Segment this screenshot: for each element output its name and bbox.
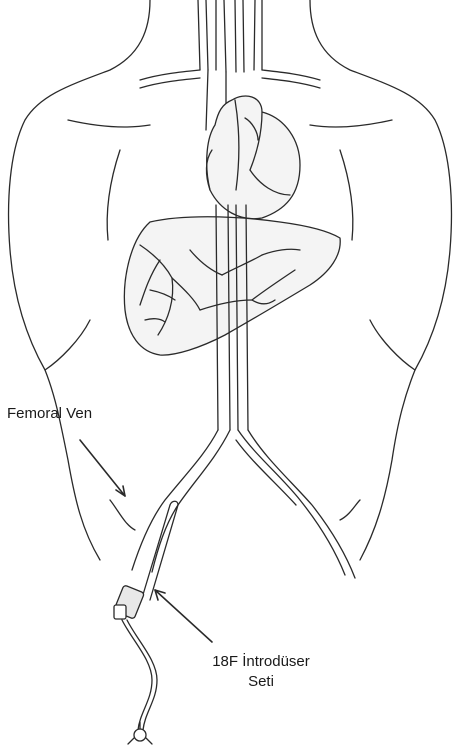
femoral-vein-label: Femoral Ven (7, 404, 92, 424)
introducer-set-label: 18F İntrodüser Seti (196, 652, 326, 692)
introducer-set-label-line2: Seti (196, 672, 326, 692)
heart (206, 96, 300, 219)
introducer-set-label-line1: 18F İntrodüser (196, 652, 326, 672)
introducer-sheath (114, 501, 178, 744)
femoral-vein-arrow (80, 440, 125, 496)
introducer-arrow (155, 590, 212, 642)
liver (124, 217, 340, 355)
